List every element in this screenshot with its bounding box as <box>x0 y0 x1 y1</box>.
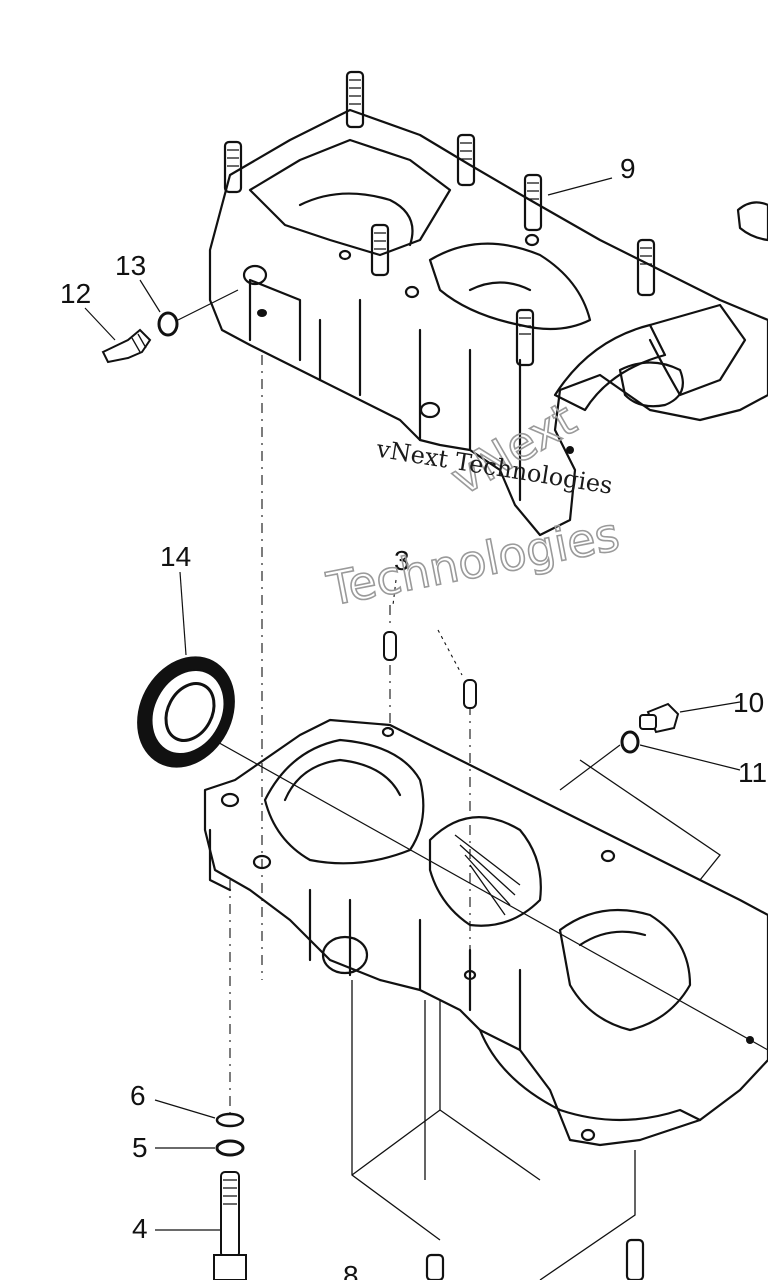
alignment-lines <box>204 355 768 1115</box>
callout-8: 8 <box>343 1260 359 1280</box>
watermark: vNext Technologies vNext Technologies <box>321 391 624 617</box>
callout-10: 10 <box>733 687 764 718</box>
callout-11: 11 <box>738 757 767 788</box>
callout-5: 5 <box>132 1132 148 1163</box>
callout-9: 9 <box>620 153 636 184</box>
lower-crankcase <box>203 718 768 1147</box>
oil-seal <box>137 656 235 768</box>
callout-13: 13 <box>115 250 146 281</box>
callout-labels: 3 4 5 6 8 9 10 11 12 13 14 <box>60 153 767 1280</box>
through-bolt-assembly <box>213 1112 247 1280</box>
drain-washer <box>620 730 640 754</box>
upper-crankcase <box>208 108 768 537</box>
callout-12: 12 <box>60 278 91 309</box>
callout-leaders <box>84 177 741 1231</box>
lower-case-studs <box>425 1238 645 1280</box>
callout-14: 14 <box>160 541 191 572</box>
plug-bolt <box>101 328 152 364</box>
callout-3: 3 <box>394 545 410 576</box>
watermark-line2: Technologies <box>322 507 623 617</box>
callout-6: 6 <box>130 1080 146 1111</box>
mounting-outline <box>351 759 721 1280</box>
callout-4: 4 <box>132 1213 148 1244</box>
sealing-washer <box>157 289 239 337</box>
drain-bolt <box>639 702 680 734</box>
upper-case-studs <box>223 70 656 367</box>
dowel-pins <box>383 631 477 709</box>
